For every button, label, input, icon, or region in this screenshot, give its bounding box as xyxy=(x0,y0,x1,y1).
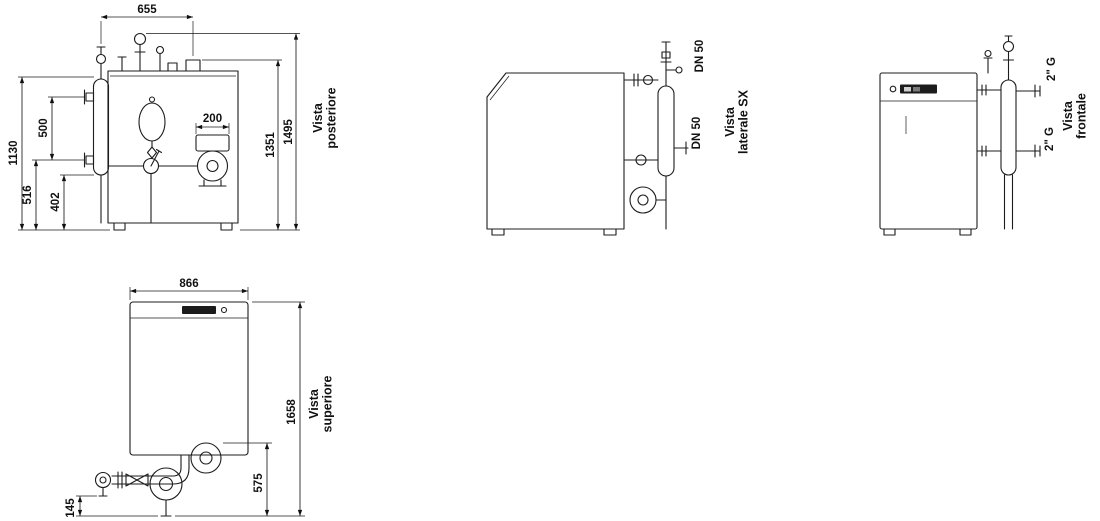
rear-view-label: Vista posteriore xyxy=(311,87,339,148)
dim-402-label: 402 xyxy=(50,192,62,211)
top-view-label-line1: Vista xyxy=(307,388,321,419)
dim-1130-label: 1130 xyxy=(8,141,20,166)
front-view-label: Vista frontale xyxy=(1061,93,1089,139)
front-foot-left xyxy=(883,228,896,236)
pressure-gauge-icon xyxy=(133,32,147,46)
rear-foot-right xyxy=(220,222,233,231)
drain-valve-icon xyxy=(146,146,158,159)
side-foot-left xyxy=(491,228,505,236)
top-connection-flange xyxy=(190,442,222,474)
side-view-label-line2: laterale SX xyxy=(737,89,751,154)
safety-valve-icon xyxy=(155,45,165,55)
dim-1658-label: 1658 xyxy=(286,399,298,425)
dim-500-label: 500 xyxy=(38,118,50,137)
side-hydraulic-separator xyxy=(657,85,675,177)
dim-2g-top-label: 2" G xyxy=(1046,57,1058,81)
front-logo-icon xyxy=(889,85,897,93)
top-pipe-flange xyxy=(94,471,112,489)
side-pump xyxy=(629,186,657,214)
rear-view-label-line1: Vista xyxy=(311,102,325,133)
top-valve-icon xyxy=(125,473,138,487)
dim-866-label: 866 xyxy=(179,278,198,290)
rear-expansion-vessel xyxy=(138,96,166,159)
view-rear: 655 200 1130 500 516 402 1351 1495 Vista… xyxy=(8,4,339,231)
top-view-label-line2: superiore xyxy=(321,375,335,432)
dim-200-label: 200 xyxy=(203,113,222,125)
rear-hydraulic-separator xyxy=(83,46,110,224)
view-front: 2" G 2" G Vista frontale xyxy=(879,35,1089,236)
dim-1495-label: 1495 xyxy=(283,119,295,145)
view-side-left: DN 50 DN 50 Vista laterale SX xyxy=(486,40,751,236)
front-view-label-line1: Vista xyxy=(1061,100,1075,131)
side-dn50-annotations: DN 50 DN 50 xyxy=(691,40,706,150)
front-cabinet xyxy=(879,72,978,236)
top-cabinet xyxy=(129,301,249,456)
rear-pump xyxy=(195,134,230,187)
rear-foot-left xyxy=(113,222,126,231)
side-view-label-line1: Vista xyxy=(723,106,737,137)
dim-dn50-mid-label: DN 50 xyxy=(691,117,703,150)
side-view-label: Vista laterale SX xyxy=(723,89,751,154)
dim-145-label: 145 xyxy=(65,498,77,518)
dim-575-label: 575 xyxy=(253,473,265,493)
dim-dn50-top-label: DN 50 xyxy=(694,40,706,73)
dim-2g-mid-label: 2" G xyxy=(1044,127,1056,151)
front-piping xyxy=(976,35,1041,230)
side-cabinet xyxy=(486,72,625,236)
side-foot-right xyxy=(603,228,617,236)
front-size-annotations: 2" G 2" G xyxy=(1044,57,1058,151)
top-control-panel xyxy=(182,306,216,314)
front-view-label-line2: frontale xyxy=(1075,93,1089,139)
dim-516-label: 516 xyxy=(22,185,34,204)
top-view-label: Vista superiore xyxy=(307,375,335,432)
front-foot-right xyxy=(959,228,972,236)
front-hydraulic-separator xyxy=(1000,79,1017,176)
side-rear-piping xyxy=(623,41,689,230)
top-pump-assembly xyxy=(94,442,222,517)
view-top: 866 1658 575 145 Vista superiore xyxy=(65,278,335,518)
rear-top-fittings xyxy=(117,32,201,72)
rear-view-label-line2: posteriore xyxy=(325,87,339,148)
top-dimensions: 866 1658 575 145 xyxy=(65,278,305,518)
rear-lower-piping xyxy=(107,148,199,224)
dim-655-label: 655 xyxy=(137,4,157,16)
rear-dimensions: 655 200 1130 500 516 402 1351 1495 xyxy=(8,4,300,231)
dim-1351-label: 1351 xyxy=(265,132,277,158)
